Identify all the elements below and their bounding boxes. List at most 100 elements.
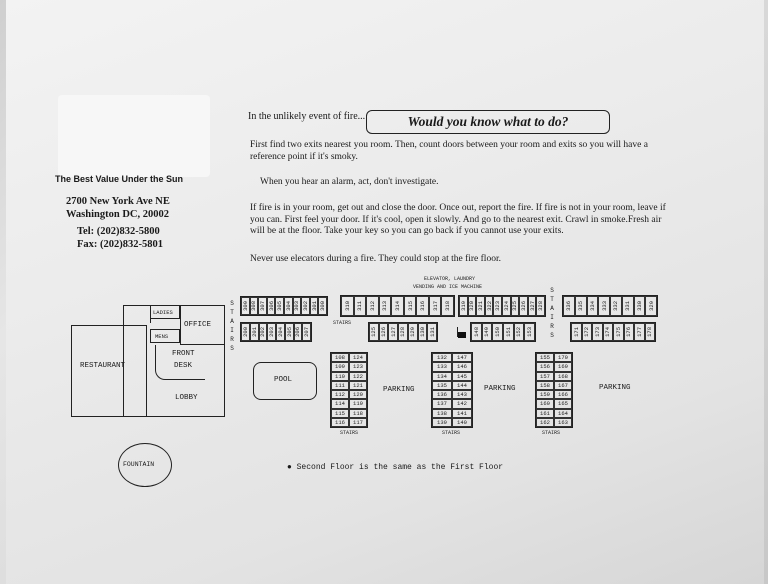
pool-label: POOL [274,376,293,384]
room-number: 152 [515,327,523,337]
room-142: 142 [452,399,472,409]
room-171: 171 [571,323,582,341]
room-125: 125 [369,323,379,341]
room-156: 156 [536,362,554,372]
room-118: 118 [349,408,367,418]
instruction-4: Never use elecators during a fire. They … [250,254,501,264]
room-141: 141 [452,408,472,418]
room-176: 176 [623,323,634,341]
room-number: 178 [646,327,654,337]
room-161: 161 [536,408,554,418]
elevator-marker [457,327,458,337]
room-number: 304 [284,301,292,311]
room-number: 153 [526,327,534,337]
room-127: 127 [388,323,399,341]
room-139: 139 [432,417,452,427]
room-159: 159 [536,390,554,400]
address-line-1: 2700 New York Ave NE [66,196,170,207]
room-number: 312 [368,301,376,311]
room-206: 206 [293,323,303,341]
room-329: 329 [645,296,657,316]
room-number: 313 [381,301,389,311]
room-112: 112 [331,390,349,400]
room-166: 166 [554,390,572,400]
room-number: 131 [428,327,436,337]
room-334: 334 [586,296,599,316]
room-number: 316 [419,301,427,311]
room-160: 160 [536,399,554,409]
room-124: 124 [349,353,367,363]
room-132: 132 [432,353,452,363]
room-number: 207 [303,327,311,337]
room-number: 172 [583,327,591,337]
restaurant-label: RESTAURANT [80,362,126,370]
room-number: 307 [259,301,266,311]
room-number: 129 [409,327,417,337]
room-number: 309 [241,301,249,311]
room-332: 332 [610,296,622,316]
room-145: 145 [452,371,472,381]
room-108: 108 [331,353,349,363]
room-number: 148 [472,327,480,337]
room-114: 114 [331,399,349,409]
room-324: 324 [502,296,511,316]
room-205: 205 [284,323,294,341]
logo-label [58,95,210,177]
room-number: 311 [356,301,364,311]
room-109: 109 [331,362,349,372]
elevator-label-2: VENDING AND ICE MACHINE [413,284,483,290]
room-172: 172 [581,323,592,341]
room-number: 201 [250,327,258,337]
instruction-3: If fire is in your room, get out and clo… [250,203,666,236]
room-148: 148 [471,323,482,341]
front-desk-label-1: FRONT [172,350,195,358]
floor-note: ● Second Floor is the same as the First … [287,463,503,472]
room-123: 123 [349,362,367,372]
room-306: 306 [266,297,276,315]
room-311: 311 [353,296,367,316]
room-number: 328 [537,301,545,311]
room-325: 325 [510,296,520,316]
room-number: 301 [310,301,318,311]
room-136: 136 [432,390,452,400]
room-167: 167 [554,380,572,390]
room-number: 306 [267,301,275,311]
room-320: 320 [467,296,477,316]
room-149: 149 [481,323,493,341]
room-307: 307 [258,297,267,315]
room-number: 174 [604,327,612,337]
room-151: 151 [503,323,514,341]
elevator-label-1: ELEVATOR, LAUNDRY [424,276,476,282]
room-121: 121 [349,380,367,390]
room-152: 152 [513,323,525,341]
room-number: 126 [380,327,388,337]
room-326: 326 [519,296,528,316]
room-169: 169 [554,362,572,372]
room-115: 115 [331,408,349,418]
fire-safety-notice [6,0,764,584]
room-164: 164 [554,408,572,418]
room-number: 173 [593,327,601,337]
room-number: 321 [477,301,484,311]
floor-note-text: Second Floor is the same as the First Fl… [296,463,504,472]
room-number: 332 [612,301,620,311]
room-number: 127 [389,327,397,337]
room-number: 314 [393,301,401,311]
room-134: 134 [432,371,452,381]
room-number: 205 [285,327,293,337]
room-200: 200 [241,323,250,341]
room-122: 122 [349,371,367,381]
room-number: 319 [459,301,467,311]
room-300: 300 [318,297,327,315]
room-number: 324 [502,301,510,311]
room-number: 175 [614,327,622,337]
room-331: 331 [621,296,634,316]
parking-label-2: PARKING [484,385,516,393]
front-desk [155,345,205,380]
